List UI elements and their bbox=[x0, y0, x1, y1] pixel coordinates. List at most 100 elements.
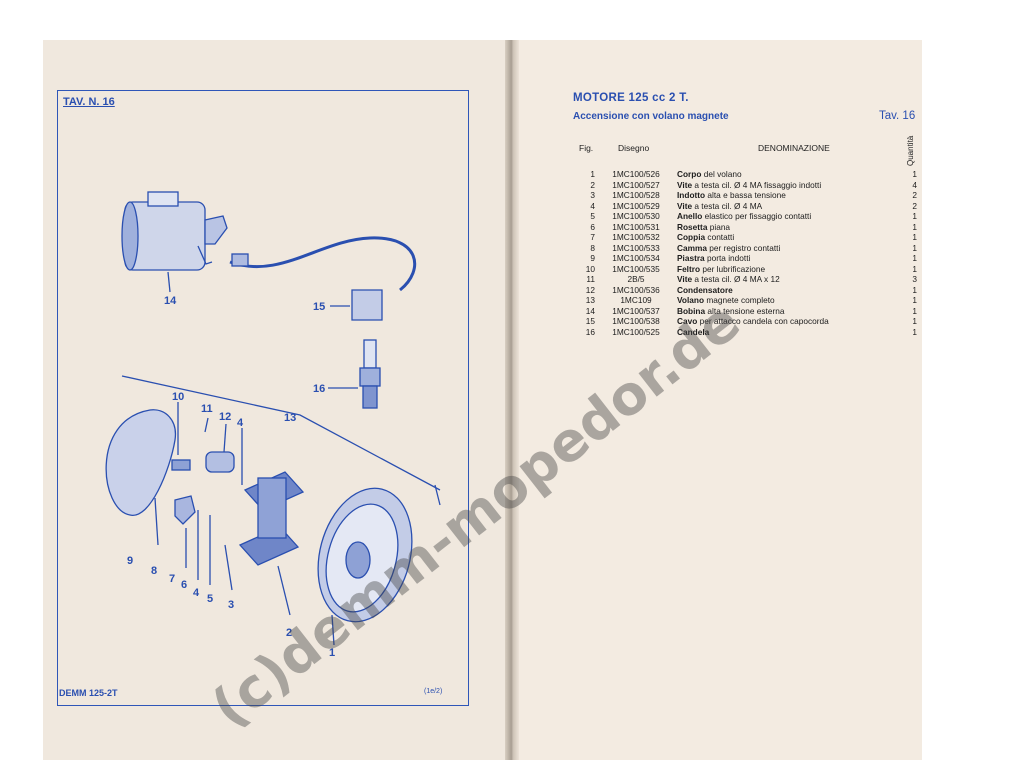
plate-signature: (1e/2) bbox=[424, 688, 443, 695]
cell-denominazione-bold: Vite bbox=[677, 274, 693, 284]
callout-1: 1 bbox=[329, 647, 335, 659]
callout-4a: 4 bbox=[237, 417, 244, 429]
stator-plate-part bbox=[105, 409, 177, 516]
cell-denominazione-text: alta tensione esterna bbox=[705, 305, 785, 316]
cell-denominazione-bold: Volano bbox=[677, 295, 705, 305]
cell-quantita: 1 bbox=[912, 326, 917, 337]
header-denominazione: DENOMINAZIONE bbox=[758, 143, 830, 153]
tav-label: Tav. 16 bbox=[879, 110, 916, 122]
cell-fig: 12 bbox=[585, 284, 595, 295]
cell-denominazione-text: a testa cil. Ø 4 MA x 12 bbox=[692, 274, 780, 284]
cell-denominazione-text: per registro contatti bbox=[706, 242, 781, 253]
ignition-coil-part bbox=[121, 191, 228, 271]
cell-denominazione-text: piana bbox=[707, 221, 731, 232]
callout-2: 2 bbox=[286, 627, 292, 639]
cell-denominazione-bold: Piastra bbox=[677, 253, 705, 263]
cell-fig: 3 bbox=[590, 190, 595, 200]
table-row: 3 1MC100/528 Indotto alta e bassa tensione… bbox=[579, 190, 917, 201]
cell-fig: 16 bbox=[585, 326, 595, 337]
cell-quantita: 1 bbox=[912, 263, 917, 274]
cell-fig: 4 bbox=[590, 200, 595, 211]
callout-14: 14 bbox=[164, 295, 177, 307]
cell-disegno: 1MC100/538 bbox=[612, 316, 660, 326]
cell-denominazione-text: a testa cil. Ø 4 MA bbox=[692, 200, 763, 211]
page-title: MOTORE 125 cc 2 T. bbox=[573, 92, 689, 104]
armature-part bbox=[238, 471, 305, 566]
cell-denominazione-text: del volano bbox=[701, 169, 742, 179]
cell-quantita: 1 bbox=[912, 211, 917, 221]
cell-quantita: 1 bbox=[912, 169, 917, 179]
cell-disegno: 1MC100/528 bbox=[612, 190, 660, 200]
ht-cable-part bbox=[229, 236, 417, 292]
cell-disegno: 1MC100/532 bbox=[612, 232, 660, 242]
callout-3: 3 bbox=[228, 599, 234, 611]
cell-denominazione-bold: Rosetta bbox=[677, 221, 708, 232]
flywheel-part bbox=[317, 487, 413, 623]
cell-denominazione-bold: Feltro bbox=[677, 263, 701, 274]
cell-fig: 1 bbox=[590, 169, 595, 179]
cell-denominazione: Rosetta piana bbox=[677, 222, 897, 233]
cell-fig: 2 bbox=[590, 179, 595, 190]
callout-4b: 4 bbox=[193, 587, 200, 599]
cell-denominazione-bold: Anello bbox=[677, 211, 703, 221]
cell-denominazione-bold: Camma bbox=[677, 242, 707, 253]
header-fig: Fig. bbox=[579, 143, 594, 153]
cell-quantita: 1 bbox=[912, 253, 917, 263]
cell-disegno: 1MC100/533 bbox=[612, 242, 660, 253]
cell-quantita: 1 bbox=[912, 242, 917, 253]
callout-16: 16 bbox=[313, 383, 325, 395]
cell-fig: 10 bbox=[585, 263, 595, 274]
cell-quantita: 1 bbox=[912, 295, 917, 305]
cell-denominazione: Cavo per attacco candela con capocorda bbox=[677, 316, 897, 327]
callout-11: 11 bbox=[201, 403, 213, 415]
cell-denominazione: Vite a testa cil. Ø 4 MA x 12 bbox=[677, 274, 897, 285]
cell-quantita: 2 bbox=[912, 200, 917, 211]
cell-denominazione: Coppia contatti bbox=[677, 232, 897, 243]
header-quantita: Quantità bbox=[906, 135, 915, 166]
cell-fig: 14 bbox=[585, 305, 595, 316]
callout-7: 7 bbox=[169, 573, 175, 585]
cell-fig: 13 bbox=[585, 295, 595, 305]
cell-denominazione-text: magnete completo bbox=[704, 295, 775, 305]
cell-disegno: 1MC100/525 bbox=[612, 326, 660, 337]
table-row: 2 1MC100/527 Vite a testa cil. Ø 4 MA fiss… bbox=[579, 180, 917, 191]
cell-fig: 5 bbox=[590, 211, 595, 221]
cell-fig: 6 bbox=[590, 221, 595, 232]
cell-denominazione: Volano magnete completo bbox=[677, 295, 897, 306]
cell-denominazione: Indotto alta e bassa tensione bbox=[677, 190, 897, 201]
table-row: 13 1MC109 Volano magnete completo 1 bbox=[579, 295, 917, 306]
callout-15: 15 bbox=[313, 301, 325, 313]
cell-denominazione: Vite a testa cil. Ø 4 MA fissaggio indot… bbox=[677, 180, 897, 191]
left-page bbox=[43, 40, 511, 760]
callout-8: 8 bbox=[151, 565, 157, 577]
cell-quantita: 1 bbox=[912, 316, 917, 326]
cell-denominazione-bold: Indotto bbox=[677, 190, 706, 200]
cell-disegno: 1MC100/537 bbox=[612, 305, 660, 316]
cell-disegno: 1MC100/526 bbox=[612, 169, 660, 179]
spark-plug-part bbox=[328, 339, 381, 409]
cell-denominazione: Corpo del volano bbox=[677, 169, 897, 180]
cell-quantita: 1 bbox=[912, 305, 917, 316]
cell-denominazione-text: contatti bbox=[705, 232, 735, 242]
cell-disegno: 1MC100/534 bbox=[612, 253, 660, 263]
callout-10: 10 bbox=[172, 391, 184, 403]
cell-denominazione-text: a testa cil. Ø 4 MA fissaggio indotti bbox=[692, 179, 822, 190]
cell-disegno: 1MC100/527 bbox=[612, 179, 660, 190]
cell-denominazione-bold: Coppia bbox=[677, 232, 706, 242]
cell-denominazione: Candela bbox=[677, 327, 897, 338]
cell-disegno: 1MC100/530 bbox=[612, 211, 660, 221]
cell-denominazione-bold: Candela bbox=[677, 326, 710, 337]
cell-denominazione: Condensatore bbox=[677, 285, 897, 296]
plate-code: DEMM 125-2T bbox=[59, 688, 118, 698]
cell-disegno: 1MC109 bbox=[620, 295, 652, 305]
